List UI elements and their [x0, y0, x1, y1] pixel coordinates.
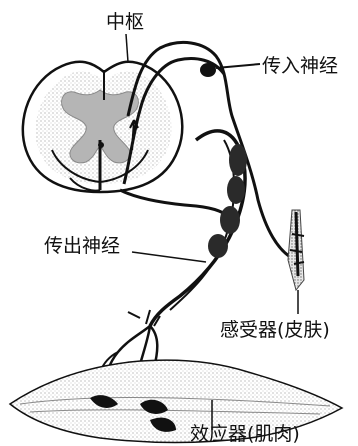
receptor-skin — [288, 210, 304, 314]
ganglion-cell — [200, 63, 216, 77]
label-center: 中枢 — [106, 11, 144, 33]
label-effector: 效应器(肌肉) — [190, 423, 300, 445]
efferent-pointer-line — [132, 252, 206, 262]
label-afferent: 传入神经 — [262, 55, 338, 77]
label-receptor: 感受器(皮肤) — [220, 319, 330, 341]
spinal-cord — [23, 62, 182, 192]
label-efferent: 传出神经 — [44, 235, 120, 257]
center-pointer-line — [126, 34, 128, 62]
